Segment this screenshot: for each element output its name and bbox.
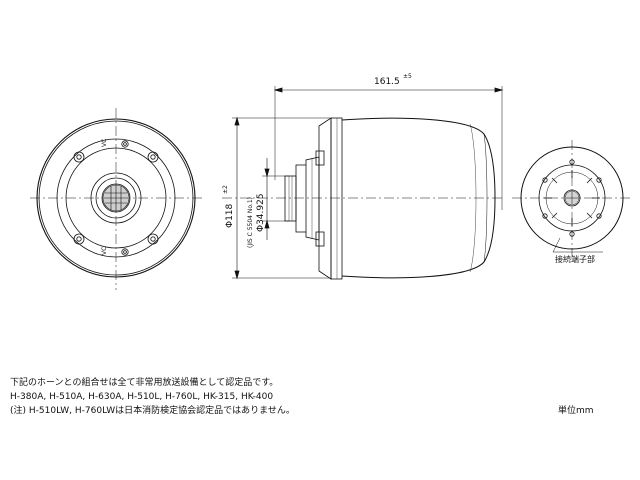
diameter-tolerance: ±2 [222,185,229,194]
vc-label-top: VC [101,139,108,147]
length-tolerance: ±5 [403,73,412,80]
side-view [222,86,505,280]
terminal-label: 接続端子部 [555,254,595,264]
terminal-mesh [564,190,580,206]
throat-standard-label: (JIS C 5504 No.1) [247,197,254,248]
diameter-dimension: Φ118 [225,203,235,228]
front-view [30,108,205,290]
unit-label: 単位mm [558,406,594,416]
note-certified-combination: 下記のホーンとの組合せは全て非常用放送設備として認定品です。 [10,378,279,388]
note-exception: (注) H-510LW, H-760LWは日本消防検定協会認定品ではありません。 [10,406,295,416]
vc-label-bottom: VC [101,247,108,255]
terminal-view [512,140,633,256]
note-horn-models: H-380A, H-510A, H-630A, H-510L, H-760L, … [10,392,274,402]
length-dimension: 161.5 [374,77,400,87]
throat-mesh [102,184,130,212]
throat-diameter-dimension: Φ34.925 [256,193,266,232]
